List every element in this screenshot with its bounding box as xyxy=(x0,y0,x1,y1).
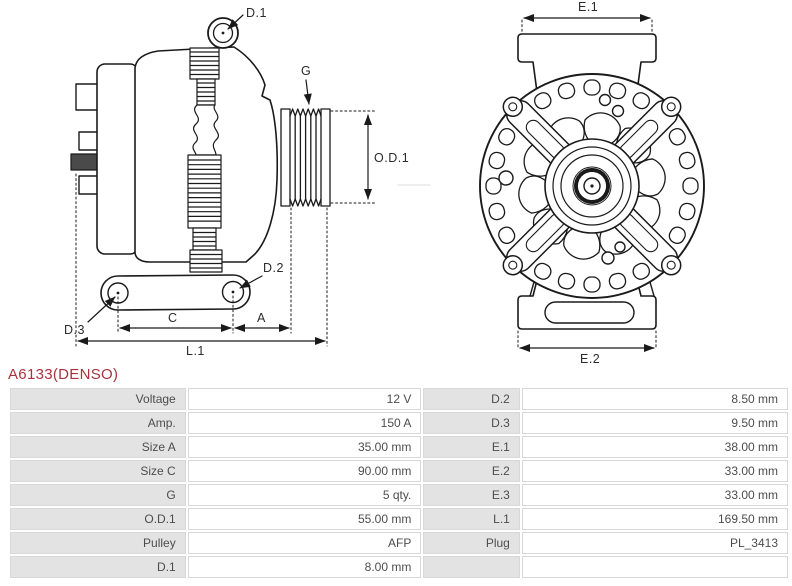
dimension-lines xyxy=(519,13,655,353)
spec-value: 33.00 mm xyxy=(521,460,788,482)
spec-value: PL_3413 xyxy=(521,532,788,554)
spec-value: 55.00 mm xyxy=(187,508,422,530)
spline-ring xyxy=(574,168,610,204)
spec-value: 8.00 mm xyxy=(187,556,422,578)
technical-drawings: D.1 G O.D.1 D.2 D.3 C A L.1 xyxy=(64,0,705,366)
alternator-side-view: D.1 G O.D.1 D.2 D.3 C A L.1 xyxy=(64,6,409,358)
dimension-lines xyxy=(77,14,373,346)
spec-value: AFP xyxy=(187,532,422,554)
spec-value: 150 A xyxy=(187,412,422,434)
spec-label: O.D.1 xyxy=(10,508,186,530)
spec-value: 90.00 mm xyxy=(187,460,422,482)
terminal-block xyxy=(70,153,99,171)
spec-label: E.3 xyxy=(423,484,520,506)
dim-label-e2: E.2 xyxy=(580,352,600,366)
stator-ribs xyxy=(187,47,223,273)
spec-value: 8.50 mm xyxy=(521,388,788,410)
spec-label: D.2 xyxy=(423,388,520,410)
spec-table: Voltage 12 V D.2 8.50 mm Amp. 150 A D.3 … xyxy=(8,386,790,580)
connector-block xyxy=(78,131,99,151)
spec-label: D.1 xyxy=(10,556,186,578)
dim-label-d3: D.3 xyxy=(64,323,85,337)
dim-label-od1: O.D.1 xyxy=(374,151,409,165)
connector-block xyxy=(75,83,99,111)
dim-label-l1: L.1 xyxy=(186,344,205,358)
spec-label: Size C xyxy=(10,460,186,482)
spec-label: L.1 xyxy=(423,508,520,530)
spec-label: Plug xyxy=(423,532,520,554)
rear-housing xyxy=(96,63,139,255)
spec-row: O.D.1 55.00 mm L.1 169.50 mm xyxy=(10,508,788,530)
spec-label: G xyxy=(10,484,186,506)
spec-value xyxy=(521,556,788,578)
spec-value: 5 qty. xyxy=(187,484,422,506)
pulley-hub xyxy=(544,138,640,234)
alternator-front-view: E.1 E.2 xyxy=(397,0,705,366)
dim-label-g: G xyxy=(301,64,311,78)
spec-row: D.1 8.00 mm xyxy=(10,556,788,578)
spec-label: Pulley xyxy=(10,532,186,554)
spec-value: 35.00 mm xyxy=(187,436,422,458)
dim-label-d2: D.2 xyxy=(263,261,284,275)
dim-label-c: C xyxy=(168,311,178,325)
spec-row: G 5 qty. E.3 33.00 mm xyxy=(10,484,788,506)
spec-label: E.2 xyxy=(423,460,520,482)
spec-label: D.3 xyxy=(423,412,520,434)
spec-value: 169.50 mm xyxy=(521,508,788,530)
spec-label: Amp. xyxy=(10,412,186,434)
spec-label xyxy=(423,556,520,578)
spec-label: Size A xyxy=(10,436,186,458)
spec-row: Amp. 150 A D.3 9.50 mm xyxy=(10,412,788,434)
extension-lines xyxy=(75,110,377,347)
spec-value: 38.00 mm xyxy=(521,436,788,458)
spec-row: Voltage 12 V D.2 8.50 mm xyxy=(10,388,788,410)
connector-block xyxy=(78,175,99,195)
spec-value: 12 V xyxy=(187,388,422,410)
dim-label-e1: E.1 xyxy=(578,0,598,14)
spec-row: Size A 35.00 mm E.1 38.00 mm xyxy=(10,436,788,458)
spec-label: E.1 xyxy=(423,436,520,458)
pulley xyxy=(280,108,331,207)
spec-value: 9.50 mm xyxy=(521,412,788,434)
dim-label-a: A xyxy=(257,311,266,325)
spec-label: Voltage xyxy=(10,388,186,410)
extension-lines xyxy=(517,19,657,350)
dim-label-d1: D.1 xyxy=(246,6,267,20)
housing-holes xyxy=(498,93,626,265)
spec-value: 33.00 mm xyxy=(521,484,788,506)
spec-row: Size C 90.00 mm E.2 33.00 mm xyxy=(10,460,788,482)
part-title: A6133(DENSO) xyxy=(8,366,119,383)
spec-row: Pulley AFP Plug PL_3413 xyxy=(10,532,788,554)
